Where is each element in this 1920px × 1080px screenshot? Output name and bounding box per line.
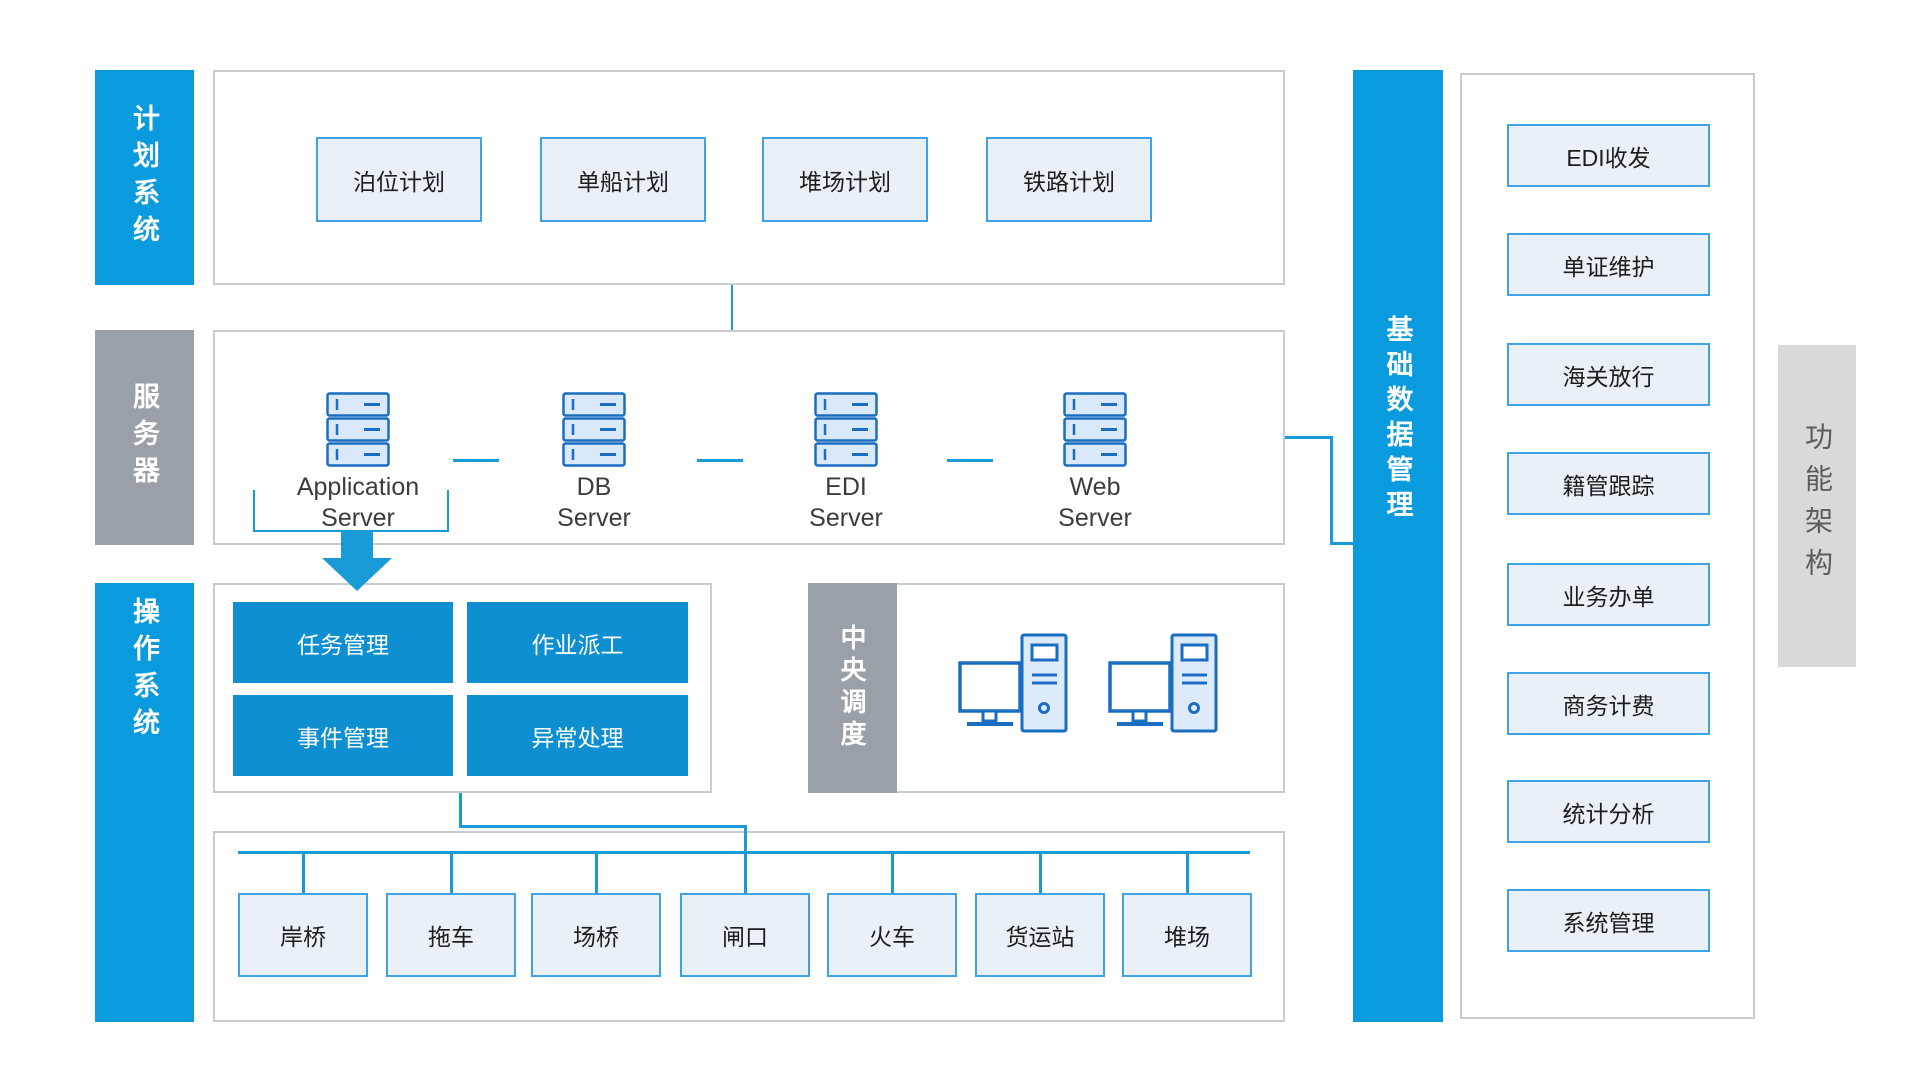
equipment-drop-line xyxy=(1039,851,1042,893)
equipment-item-label: 闸口 xyxy=(722,924,768,950)
function-item: 商务计费 xyxy=(1507,672,1710,735)
architecture-label-bar: 功能架构 xyxy=(1778,345,1856,667)
equipment-item: 拖车 xyxy=(386,893,516,977)
function-item: 海关放行 xyxy=(1507,343,1710,406)
equipment-item: 场桥 xyxy=(531,893,661,977)
task-item: 异常处理 xyxy=(467,695,688,776)
task-item-label: 作业派工 xyxy=(531,631,624,658)
application-server-bracket xyxy=(253,490,449,532)
server-label-application: Application Server xyxy=(296,473,420,532)
central-dispatch-label: 中央调度 xyxy=(837,624,867,752)
connector-tasks-into-equipment xyxy=(744,825,747,853)
equipment-item-label: 货运站 xyxy=(1005,924,1075,950)
equipment-drop-line xyxy=(302,851,305,893)
server-bar-label: 服务器 xyxy=(129,382,159,493)
connector-server-to-basedata-v xyxy=(1330,436,1333,545)
operation-system-label: 操作系统 xyxy=(129,597,159,745)
connector-server-to-basedata-h2 xyxy=(1330,542,1353,545)
equipment-item: 火车 xyxy=(827,893,957,977)
equipment-item: 堆场 xyxy=(1122,893,1252,977)
connector-server-to-basedata-h1 xyxy=(1285,436,1330,439)
function-item-label: 籍管跟踪 xyxy=(1562,472,1655,499)
functions-panel xyxy=(1460,73,1755,1019)
planning-item-label: 堆场计划 xyxy=(799,168,891,195)
function-item-label: 统计分析 xyxy=(1562,800,1655,827)
equipment-item-label: 岸桥 xyxy=(280,924,326,950)
server-rack-icon xyxy=(814,392,878,468)
function-item-label: 单证维护 xyxy=(1562,253,1655,280)
arrow-down-shaft xyxy=(341,531,373,559)
function-item: 系统管理 xyxy=(1507,889,1710,952)
server-link-dash xyxy=(453,459,499,462)
server-label-db: DB Server xyxy=(557,473,631,532)
server-rack-icon xyxy=(1063,392,1127,468)
function-item: 统计分析 xyxy=(1507,780,1710,843)
function-item: EDI收发 xyxy=(1507,124,1710,187)
desktop-computer-icon xyxy=(1108,633,1223,738)
connector-planning-to-server xyxy=(731,285,733,330)
connector-tasks-horizontal xyxy=(459,825,747,828)
arrow-down-icon xyxy=(322,558,392,591)
function-item-label: 系统管理 xyxy=(1562,909,1655,936)
server-bar: 服务器 xyxy=(95,330,194,545)
server-link-dash xyxy=(947,459,993,462)
function-item-label: 业务办单 xyxy=(1562,583,1655,610)
central-dispatch-bar: 中央调度 xyxy=(808,583,897,793)
equipment-drop-line xyxy=(450,851,453,893)
desktop-computer-icon xyxy=(958,633,1073,738)
task-item: 事件管理 xyxy=(233,695,453,776)
function-item: 单证维护 xyxy=(1507,233,1710,296)
planning-item: 堆场计划 xyxy=(762,137,928,222)
server-label-web: Web Server xyxy=(1058,473,1132,532)
function-item-label: 商务计费 xyxy=(1562,692,1655,719)
equipment-drop-line xyxy=(891,851,894,893)
equipment-item-label: 拖车 xyxy=(428,924,474,950)
equipment-item: 闸口 xyxy=(680,893,810,977)
planning-item-label: 铁路计划 xyxy=(1023,168,1115,195)
operation-system-bar: 操作系统 xyxy=(95,583,194,1022)
server-link-dash xyxy=(697,459,743,462)
function-item: 籍管跟踪 xyxy=(1507,452,1710,515)
planning-system-bar: 计划系统 xyxy=(95,70,194,285)
equipment-drop-line xyxy=(1186,851,1189,893)
function-item: 业务办单 xyxy=(1507,563,1710,626)
planning-system-label: 计划系统 xyxy=(129,103,159,252)
planning-item-label: 泊位计划 xyxy=(353,168,445,195)
connector-tasks-down xyxy=(459,793,462,825)
equipment-item: 货运站 xyxy=(975,893,1105,977)
task-item-label: 任务管理 xyxy=(297,631,389,658)
function-item-label: 海关放行 xyxy=(1562,363,1655,390)
base-data-label: 基础数据管理 xyxy=(1382,315,1413,525)
task-item: 任务管理 xyxy=(233,602,453,683)
planning-item: 单船计划 xyxy=(540,137,706,222)
equipment-item-label: 场桥 xyxy=(573,924,619,950)
architecture-label: 功能架构 xyxy=(1802,422,1833,590)
planning-item: 泊位计划 xyxy=(316,137,482,222)
server-rack-icon xyxy=(326,392,390,468)
task-item: 作业派工 xyxy=(467,602,688,683)
planning-item: 铁路计划 xyxy=(986,137,1152,222)
equipment-item-label: 火车 xyxy=(869,924,915,950)
task-item-label: 异常处理 xyxy=(531,724,624,751)
equipment-item: 岸桥 xyxy=(238,893,368,977)
task-item-label: 事件管理 xyxy=(297,724,389,751)
base-data-bar: 基础数据管理 xyxy=(1353,70,1443,1022)
server-rack-icon xyxy=(562,392,626,468)
equipment-drop-line xyxy=(595,851,598,893)
equipment-item-label: 堆场 xyxy=(1164,924,1210,950)
planning-item-label: 单船计划 xyxy=(577,168,669,195)
server-label-edi: EDI Server xyxy=(809,473,883,532)
function-item-label: EDI收发 xyxy=(1566,144,1651,171)
equipment-drop-line xyxy=(744,851,747,893)
